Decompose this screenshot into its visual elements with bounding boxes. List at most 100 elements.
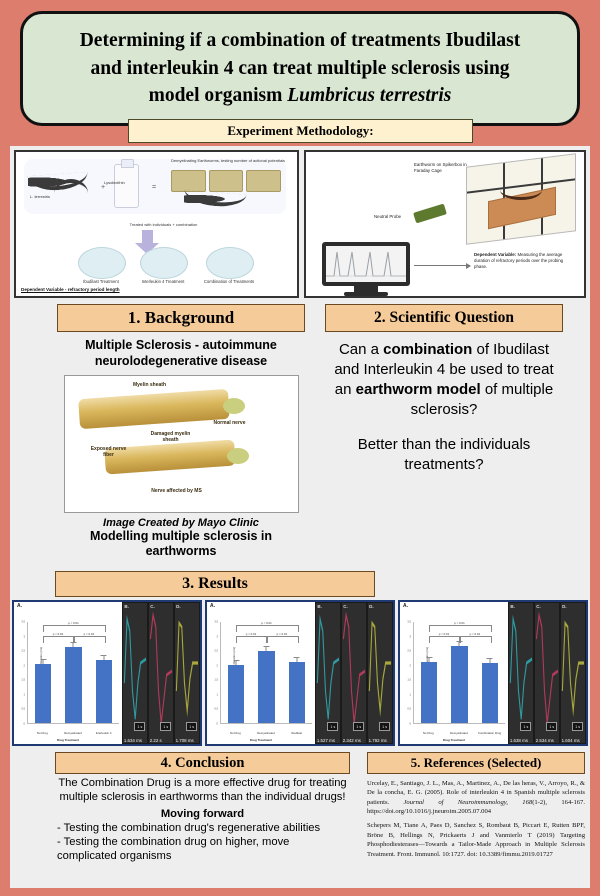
trace-letter: B. (317, 603, 322, 609)
reference-journal: Journal of Neuroimmunology, 168 (403, 798, 533, 806)
neutral-probe-icon (413, 203, 447, 224)
action-potential-curve (535, 611, 558, 729)
error-bar (100, 655, 107, 661)
result-panel: A.Average Refractory Period Duration (ms… (205, 600, 395, 746)
bar (451, 641, 468, 723)
oscilloscope-trace: D. 1 s 1.792 ms (367, 603, 392, 743)
poster-title-box: Determining if a combination of treatmen… (20, 11, 580, 126)
equals-symbol: = (152, 184, 157, 191)
y-tick-label: 0.5 (214, 707, 218, 711)
figure1-dependent-variable: Dependent Variable - refractory period l… (21, 287, 120, 293)
action-potential-curve (368, 620, 391, 718)
trace-measurement-value: 2.342 ms (342, 737, 361, 743)
down-arrow-head-icon (135, 243, 159, 254)
methodology-figure-1: L. terrestris + Lysolecithin = Demyelina… (14, 150, 299, 298)
petri-dish-2 (140, 247, 188, 279)
question-part-3: of multiple sclerosis? (410, 380, 554, 418)
y-tick-label: 0 (409, 722, 411, 726)
significance-label: p < 0.01 (83, 632, 95, 637)
significance-label: p < 0.01 (454, 621, 465, 626)
label-myelin-sheath: Myelin sheath (132, 382, 167, 389)
y-tick-label: 0 (23, 722, 25, 726)
reference-pre: Schepers M, Tiane A, Paes D, Sanchez S, … (367, 822, 585, 858)
significance-label: p < 0.01 (245, 632, 257, 637)
trace-scale-tag: 1 s (186, 722, 197, 731)
trace-scale-tag: 1 s (353, 722, 365, 731)
y-tick-label: 2 (23, 664, 25, 668)
figure2-dependent-variable: Dependent Variable: Measuring the averag… (474, 252, 569, 270)
conclusion-bullet: - Testing the combination drug on higher… (57, 836, 290, 862)
background-subtitle: Multiple Sclerosis - autoimmune neurolod… (85, 338, 277, 368)
conclusion-moving-forward: Moving forward (160, 807, 245, 820)
error-bar (233, 659, 240, 665)
trace-measurement-value: 1.792 ms (368, 737, 387, 743)
question-header: 2. Scientific Question (325, 304, 563, 332)
significance-label: p < 0.01 (469, 632, 481, 637)
axon-segment (246, 170, 282, 192)
significance-bracket-outer (235, 625, 300, 633)
organism-label: L. terrestris (30, 194, 51, 199)
x-tick-label: No Drug (422, 730, 434, 735)
cage-label: Earthworm on Spikerbox in Faraday Cage (414, 162, 467, 173)
bar (34, 658, 52, 723)
lysolecithin-bottle-icon (114, 159, 139, 208)
trace-measurement-value: 2.534 ms (535, 737, 554, 743)
methodology-figures-row: L. terrestris + Lysolecithin = Demyelina… (14, 150, 586, 298)
dependent-variable-bold-label: Dependent Variable: (474, 252, 517, 257)
poster-body: L. terrestris + Lysolecithin = Demyelina… (10, 146, 590, 888)
error-bar (426, 656, 433, 662)
demyelinated-axon-illustration (171, 170, 282, 192)
bar (258, 646, 275, 723)
significance-bracket-left (428, 636, 462, 644)
y-tick-label: 3 (409, 635, 411, 639)
y-tick-label: 3 (216, 635, 218, 639)
poster-title: Determining if a combination of treatmen… (62, 27, 539, 110)
x-tick-label: Interleukin 4 (95, 730, 112, 735)
question-followup: Better than the individuals treatments? (357, 435, 531, 473)
scientific-question-text: Can a combination of Ibudilast and Inter… (325, 340, 563, 475)
spike-trace-icon (326, 251, 406, 277)
x-axis-label: Drug Treatment (56, 738, 80, 742)
significance-bracket-right (459, 636, 493, 644)
trace-letter: C. (536, 603, 541, 609)
y-tick-label: 1.5 (407, 678, 411, 682)
panel-letter: A. (403, 603, 408, 609)
significance-bracket-right (73, 636, 107, 644)
trace-scale-tag: 1 s (327, 722, 339, 731)
trace-letter: D. (176, 603, 181, 609)
reagent-label: Lysolecithin (104, 180, 125, 185)
question-part-1: Can a (338, 341, 384, 358)
y-tick-label: 2 (216, 664, 218, 668)
y-tick-label: 1 (216, 693, 218, 697)
monitor-stand (354, 286, 378, 293)
x-tick-label: Demyelinated (257, 730, 275, 735)
question-bold-1: combination (383, 341, 473, 358)
y-tick-label: 2.5 (21, 649, 25, 653)
references-header: 5. References (Selected) (367, 752, 585, 774)
label-nerve-ms: Nerve affected by MS (151, 488, 202, 495)
significance-label: p < 0.01 (68, 621, 79, 626)
down-arrow-icon (142, 230, 153, 245)
x-tick-label: Ibudilast (291, 730, 302, 735)
trace-measurement-value: 2.22 s (149, 737, 162, 743)
plus-symbol-1: + (101, 184, 106, 191)
title-species-name: Lumbricus terrestris (287, 85, 452, 107)
trace-scale-tag: 1 s (379, 722, 390, 731)
bar-group (221, 622, 312, 723)
conclusion-body: The Combination Drug is a more effective… (58, 777, 347, 803)
result-panel: A.Average Refractory Period Duration (ms… (12, 600, 202, 746)
trace-letter: D. (369, 603, 374, 609)
bar (288, 657, 305, 723)
nerve-terminal-cap-2 (226, 448, 249, 465)
trace-measurement-value: 1.708 ms (175, 737, 194, 743)
dish-label-2: Interleukin 4 Treatment (141, 279, 185, 284)
y-tick-label: 3.5 (214, 620, 218, 624)
significance-bracket-outer (428, 625, 493, 633)
trace-measurement-value: 1.634 ms (123, 737, 142, 743)
oscilloscope-trace: D. 1 s 1.708 ms (174, 603, 199, 743)
